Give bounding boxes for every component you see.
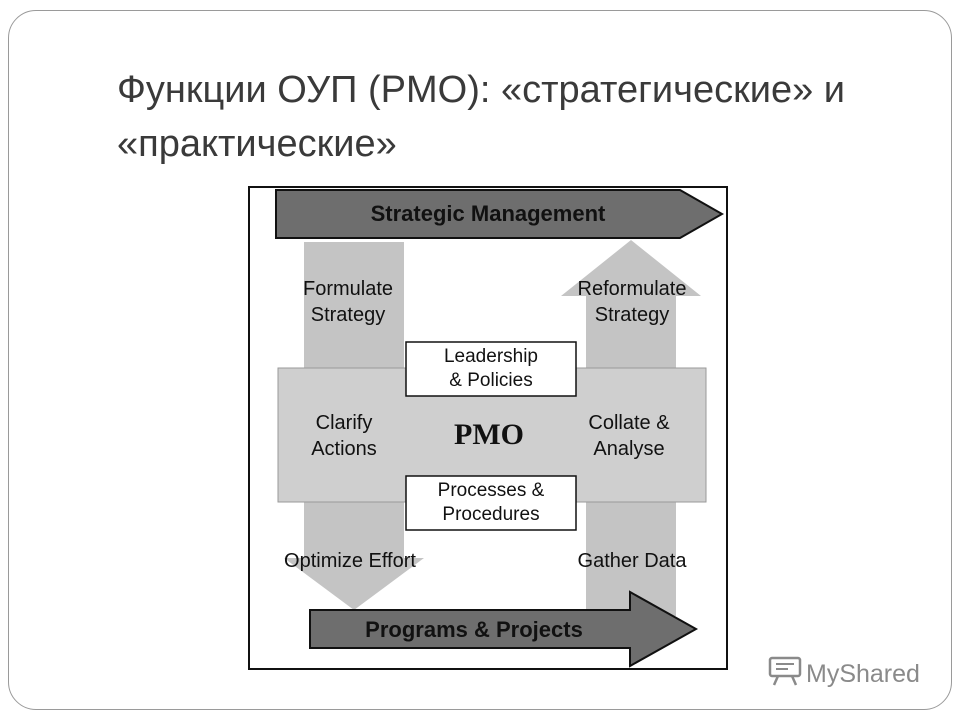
processes-box: [405, 475, 577, 531]
reformulate-strategy-label: Reformulate Strategy: [577, 278, 687, 326]
slide-title: Функции ОУП (PMO): «стратегические» и «п…: [117, 69, 845, 165]
gather-data-label: Gather Data: [577, 550, 687, 572]
leadership-box: [405, 341, 577, 397]
projector-icon: [768, 656, 802, 693]
collate-analyse-label: Collate & Analyse: [588, 412, 670, 460]
leadership-policies-label: Leadership & Policies: [443, 346, 539, 391]
pmo-center-label: PMO: [454, 418, 524, 451]
top-banner-label: Strategic Management: [370, 201, 606, 226]
diagram-graphics: [248, 186, 728, 670]
up-arrow-head: [561, 240, 701, 296]
clarify-actions-label: Clarify Actions: [311, 412, 377, 460]
bottom-banner-arrow: [309, 590, 699, 668]
optimize-effort-label: Optimize Effort: [284, 550, 416, 572]
myshared-watermark: MyShared: [768, 656, 920, 693]
formulate-strategy-label: Formulate Strategy: [302, 278, 394, 326]
top-banner-arrow: [275, 189, 725, 239]
processes-procedures-label: Processes & Procedures: [437, 480, 545, 525]
watermark-brand: MyShared: [806, 659, 920, 688]
pmo-diagram: Strategic Management Programs & Projects…: [248, 186, 730, 672]
bottom-banner-label: Programs & Projects: [365, 617, 583, 642]
